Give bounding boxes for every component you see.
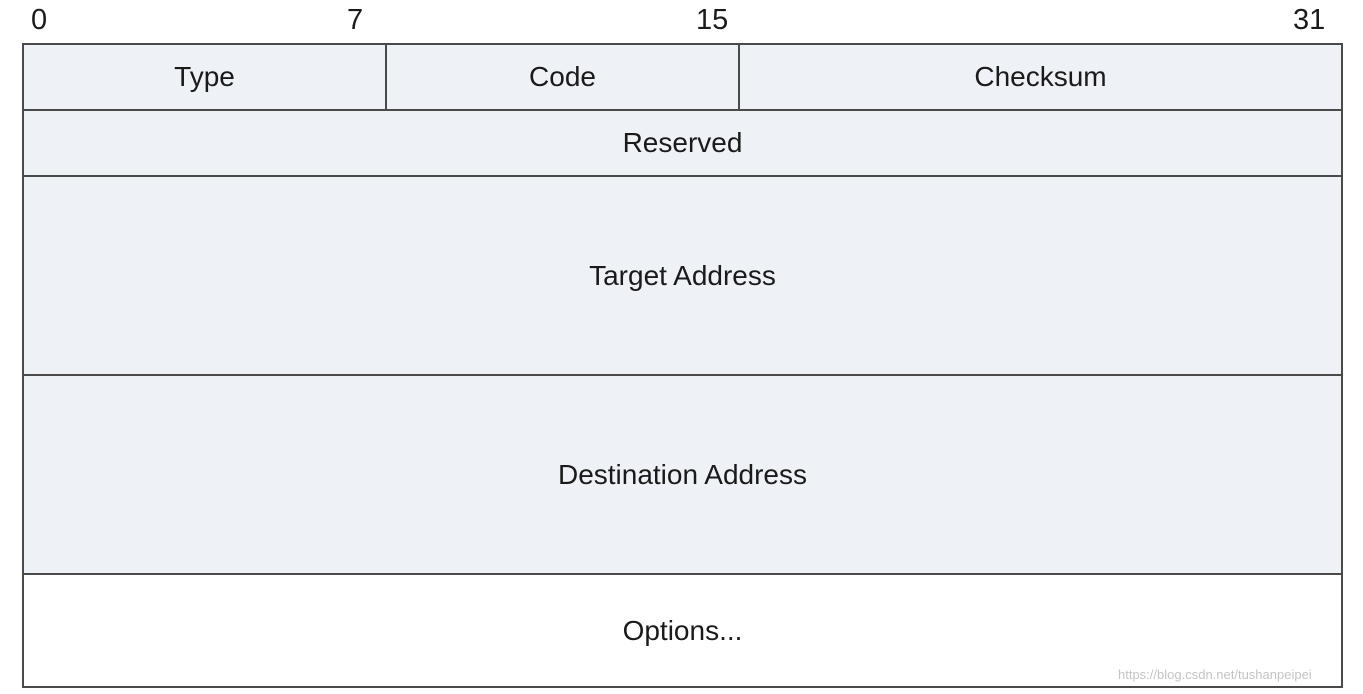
field-destination-address-label: Destination Address <box>557 458 808 490</box>
watermark-text: https://blog.csdn.net/tushanpeipei <box>1118 667 1312 682</box>
field-reserved: Reserved <box>22 109 1343 177</box>
bit-label-7: 7 <box>347 4 364 36</box>
field-reserved-label: Reserved <box>622 127 743 158</box>
field-checksum-label: Checksum <box>974 61 1107 92</box>
field-destination-address: Destination Address <box>22 374 1343 575</box>
field-code-label: Code <box>529 61 596 92</box>
field-type: Type <box>22 43 387 111</box>
field-type-label: Type <box>174 61 235 92</box>
field-code: Code <box>385 43 740 111</box>
field-target-address-label: Target Address <box>589 259 776 291</box>
field-checksum: Checksum <box>738 43 1343 111</box>
bit-label-0: 0 <box>31 4 48 36</box>
bit-label-31: 31 <box>1293 4 1326 36</box>
field-options: Options... <box>22 573 1343 688</box>
field-target-address: Target Address <box>22 175 1343 376</box>
bit-label-15: 15 <box>696 4 729 36</box>
field-options-label: Options... <box>622 614 743 646</box>
